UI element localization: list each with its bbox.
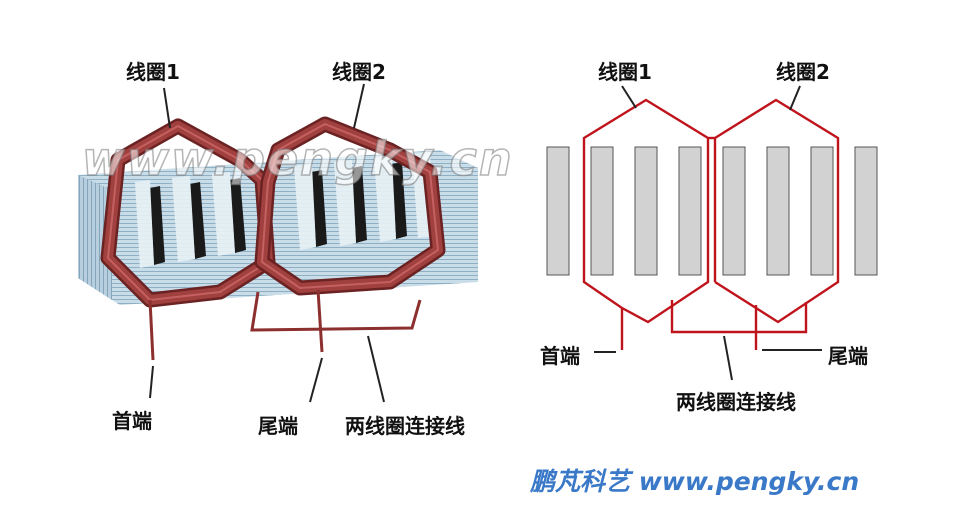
schematic-coils (582, 98, 840, 350)
right-start-label: 首端 (540, 344, 580, 368)
right-end-label: 尾端 (828, 344, 868, 368)
slot-bars (546, 146, 878, 276)
watermark-text: www.pengky.cn (81, 131, 514, 187)
right-leader-lines (594, 85, 822, 381)
brand-footer: 鹏芃科艺 www.pengky.cn (530, 467, 860, 496)
right-coil2-label: 线圈2 (776, 60, 830, 84)
stator-core (78, 150, 478, 305)
right-connector-label: 两线圈连接线 (676, 390, 796, 414)
left-connector-label: 两线圈连接线 (345, 414, 465, 438)
coil-leads (148, 289, 422, 361)
coil-2-winding (254, 116, 446, 296)
left-leader-lines (149, 83, 385, 403)
left-end-label: 尾端 (258, 414, 298, 438)
left-coil1-label: 线圈1 (126, 60, 180, 84)
left-start-label: 首端 (112, 409, 152, 433)
right-coil1-label: 线圈1 (598, 60, 652, 84)
left-coil2-label: 线圈2 (332, 60, 386, 84)
